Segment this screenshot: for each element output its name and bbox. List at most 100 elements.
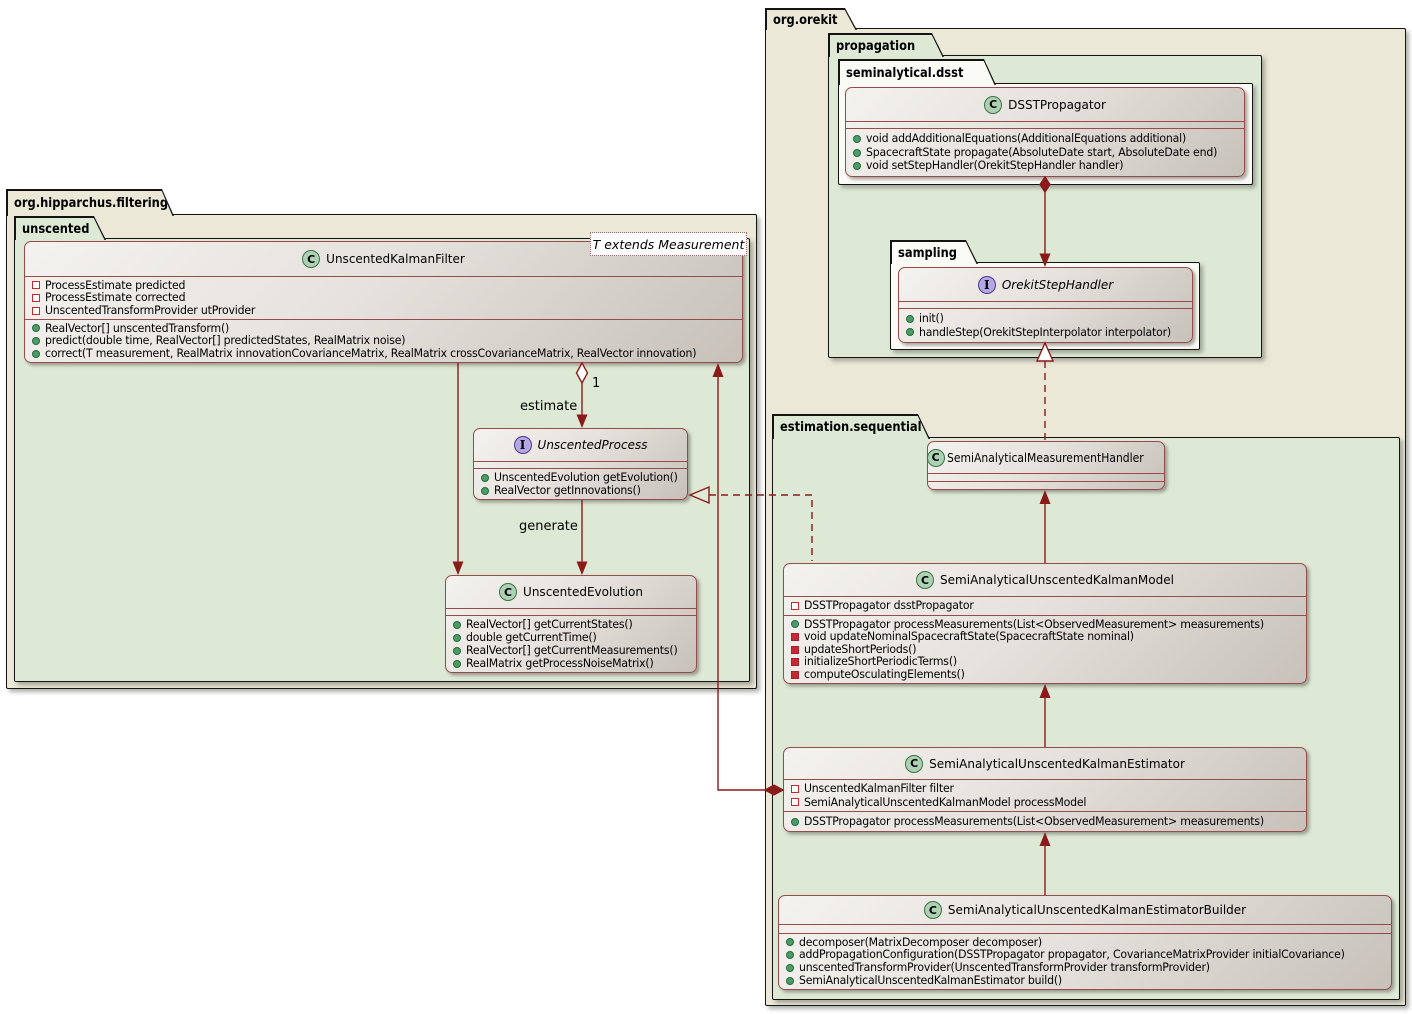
package-label: estimation.sequential bbox=[779, 419, 922, 436]
class-name: UnscentedEvolution bbox=[523, 585, 643, 599]
public-method-icon bbox=[786, 963, 794, 972]
public-method-icon bbox=[481, 473, 489, 482]
class-header: C UnscentedKalmanFilter bbox=[25, 242, 742, 276]
method: RealMatrix getProcessNoiseMatrix() bbox=[453, 657, 690, 670]
class-name: SemiAnalyticalMeasurementHandler bbox=[946, 450, 1144, 465]
package-tab-propagation: propagation bbox=[828, 33, 944, 57]
generic-type-tag: T extends Measurement bbox=[590, 232, 747, 256]
method: RealVector[] getCurrentMeasurements() bbox=[453, 644, 690, 657]
class-header: C SemiAnalyticalUnscentedKalmanModel bbox=[784, 564, 1306, 596]
interface-unscented-process: I UnscentedProcess UnscentedEvolution ge… bbox=[473, 428, 688, 500]
interface-name: OrekitStepHandler bbox=[1001, 277, 1114, 292]
public-method-icon bbox=[32, 337, 40, 345]
public-method-icon bbox=[853, 161, 861, 170]
public-method-icon bbox=[786, 938, 794, 947]
field: SemiAnalyticalUnscentedKalmanModel proce… bbox=[791, 796, 1300, 809]
class-header: C SemiAnalyticalMeasurementHandler bbox=[926, 442, 1164, 473]
class-header: C UnscentedEvolution bbox=[446, 576, 696, 608]
class-header: C DSSTPropagator bbox=[846, 88, 1244, 121]
method: initializeShortPeriodicTerms() bbox=[791, 656, 1300, 669]
method: double getCurrentTime() bbox=[453, 631, 690, 644]
private-method-icon bbox=[791, 670, 799, 679]
private-method-icon bbox=[791, 632, 799, 641]
package-tab-estimation-sequential: estimation.sequential bbox=[772, 414, 930, 439]
package-tab-unscented: unscented bbox=[14, 216, 106, 240]
method: DSSTPropagator processMeasurements(List<… bbox=[791, 618, 1300, 631]
field: UnscentedKalmanFilter filter bbox=[791, 782, 1300, 795]
class-name: SemiAnalyticalUnscentedKalmanModel bbox=[940, 573, 1174, 587]
interface-icon: I bbox=[513, 436, 532, 454]
fields-compartment-empty bbox=[474, 461, 687, 468]
interface-header: I UnscentedProcess bbox=[474, 429, 687, 461]
relation-label-generate: generate bbox=[519, 519, 578, 534]
public-method-icon bbox=[32, 349, 40, 358]
method: addPropagationConfiguration(DSSTPropagat… bbox=[786, 949, 1385, 962]
public-method-icon bbox=[853, 148, 861, 157]
methods-compartment: decomposer(MatrixDecomposer decomposer) … bbox=[779, 933, 1391, 989]
class-dsst-propagator: C DSSTPropagator void addAdditionalEquat… bbox=[845, 87, 1245, 177]
package-tab-seminalytical-dsst: seminalytical.dsst bbox=[838, 59, 996, 85]
method: updateShortPeriods() bbox=[791, 643, 1300, 656]
fields-compartment: DSSTPropagator dsstPropagator bbox=[784, 596, 1306, 615]
relation-label-estimate: estimate bbox=[520, 399, 578, 414]
public-method-icon bbox=[453, 646, 461, 655]
method: init() bbox=[906, 312, 1186, 325]
class-semi-analytical-measurement-handler: C SemiAnalyticalMeasurementHandler bbox=[926, 441, 1165, 490]
class-icon: C bbox=[499, 583, 518, 601]
package-label: sampling bbox=[897, 244, 957, 261]
class-semi-analytical-unscented-kalman-model: C SemiAnalyticalUnscentedKalmanModel DSS… bbox=[783, 563, 1307, 684]
public-method-icon bbox=[453, 620, 461, 629]
class-name: DSSTPropagator bbox=[1008, 97, 1106, 112]
method: UnscentedEvolution getEvolution() bbox=[481, 471, 681, 484]
method: RealVector[] getCurrentStates() bbox=[453, 618, 690, 631]
relation-multiplicity: 1 bbox=[592, 376, 601, 391]
method: RealVector[] unscentedTransform() bbox=[32, 322, 736, 335]
methods-compartment: init() handleStep(OrekitStepInterpolator… bbox=[899, 308, 1192, 342]
method: void updateNominalSpacecraftState(Spacec… bbox=[791, 631, 1300, 644]
public-method-icon bbox=[453, 633, 461, 642]
private-method-icon bbox=[791, 658, 799, 667]
method: SemiAnalyticalUnscentedKalmanEstimator b… bbox=[786, 974, 1385, 987]
package-tab-org-hipparchus-filtering: org.hipparchus.filtering bbox=[6, 189, 174, 216]
interface-orekit-step-handler: I OrekitStepHandler init() handleStep(Or… bbox=[898, 267, 1193, 343]
public-method-icon bbox=[791, 620, 799, 629]
class-icon: C bbox=[984, 95, 1003, 114]
fields-compartment-empty bbox=[446, 608, 696, 615]
methods-compartment: DSSTPropagator processMeasurements(List<… bbox=[784, 811, 1306, 831]
fields-compartment-empty bbox=[846, 121, 1244, 128]
private-field-icon bbox=[791, 784, 799, 793]
fields-compartment-empty bbox=[779, 924, 1391, 933]
method: decomposer(MatrixDecomposer decomposer) bbox=[786, 936, 1385, 949]
public-method-icon bbox=[853, 135, 861, 144]
fields-compartment: ProcessEstimate predicted ProcessEstimat… bbox=[25, 276, 742, 319]
method: DSSTPropagator processMeasurements(List<… bbox=[791, 815, 1300, 828]
package-label: unscented bbox=[21, 220, 89, 237]
private-field-icon bbox=[791, 602, 799, 610]
class-icon: C bbox=[916, 571, 935, 589]
methods-compartment: RealVector[] unscentedTransform() predic… bbox=[25, 319, 742, 362]
method: SpacecraftState propagate(AbsoluteDate s… bbox=[853, 146, 1238, 159]
method: void setStepHandler(OrekitStepHandler ha… bbox=[853, 159, 1238, 172]
method: RealVector getInnovations() bbox=[481, 484, 681, 497]
interface-icon: I bbox=[977, 275, 996, 294]
class-header: C SemiAnalyticalUnscentedKalmanEstimator bbox=[784, 748, 1306, 779]
methods-compartment: UnscentedEvolution getEvolution() RealVe… bbox=[474, 468, 687, 499]
package-label: seminalytical.dsst bbox=[845, 64, 963, 81]
method: handleStep(OrekitStepInterpolator interp… bbox=[906, 326, 1186, 339]
private-field-icon bbox=[32, 281, 40, 290]
package-label: propagation bbox=[835, 37, 915, 54]
fields-compartment-empty bbox=[899, 301, 1192, 308]
methods-compartment: RealVector[] getCurrentStates() double g… bbox=[446, 615, 696, 672]
package-tab-org-orekit: org.orekit bbox=[765, 8, 857, 30]
class-icon: C bbox=[302, 250, 321, 268]
public-method-icon bbox=[786, 951, 794, 960]
public-method-icon bbox=[32, 324, 40, 333]
package-label: org.hipparchus.filtering bbox=[13, 195, 168, 212]
fields-compartment-empty bbox=[928, 473, 1164, 481]
private-field-icon bbox=[32, 306, 40, 315]
method: computeOsculatingElements() bbox=[791, 668, 1300, 681]
class-unscented-kalman-filter: C UnscentedKalmanFilter ProcessEstimate … bbox=[24, 241, 743, 363]
class-icon: C bbox=[923, 901, 942, 919]
interface-name: UnscentedProcess bbox=[537, 438, 648, 452]
